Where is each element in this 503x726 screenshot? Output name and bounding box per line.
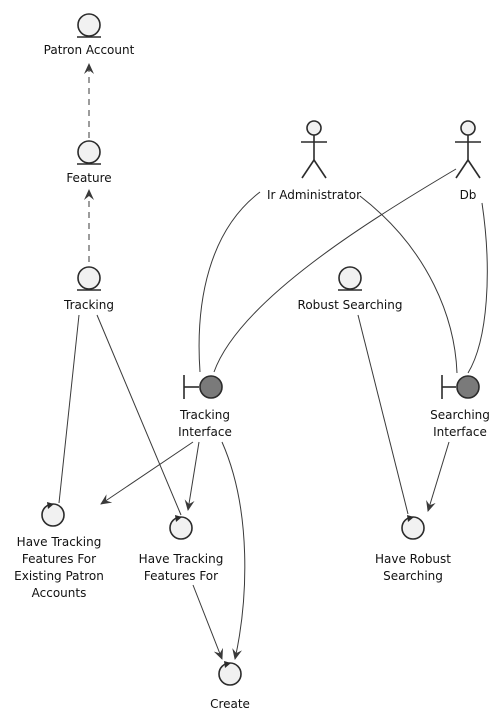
control-label-line-2: Features For [22, 552, 96, 566]
entity-patron-account[interactable]: Patron Account [44, 13, 135, 57]
boundary-tracking-interface[interactable]: Tracking Interface [178, 375, 232, 439]
edge-db-to-searching-interface [467, 202, 488, 374]
control-have-tracking-features-for[interactable]: Have Tracking Features For [139, 515, 224, 583]
entity-feature[interactable]: Feature [66, 140, 112, 185]
boundary-label-line-2: Interface [433, 425, 487, 439]
edge-tracking-to-existing-accounts [58, 314, 80, 504]
control-label: Create [210, 697, 250, 711]
entity-robust-searching[interactable]: Robust Searching [298, 266, 403, 312]
boundary-label-line-2: Interface [178, 425, 232, 439]
control-icon [169, 515, 193, 540]
edge-tracking-to-features-for [96, 314, 182, 516]
boundary-icon [183, 375, 223, 399]
edge-tracking-interface-to-existing-accounts [100, 441, 194, 505]
actor-label: Db [460, 188, 477, 202]
control-label-line-3: Existing Patron [14, 569, 104, 583]
edge-ir-admin-to-searching-interface [359, 195, 458, 374]
control-label-line-2: Searching [383, 569, 443, 583]
control-have-tracking-existing-accounts[interactable]: Have Tracking Features For Existing Patr… [14, 502, 104, 600]
entity-label: Feature [66, 171, 111, 185]
edge-robust-searching-to-have-robust [357, 314, 409, 515]
entity-icon [77, 13, 101, 37]
entity-icon [338, 266, 362, 290]
actor-icon [455, 120, 481, 179]
control-label-line-4: Accounts [32, 586, 87, 600]
actor-db[interactable]: Db [455, 120, 481, 202]
control-label-line-1: Have Robust [375, 552, 451, 566]
entity-icon [77, 140, 101, 164]
edge-tracking-interface-to-create [221, 441, 246, 660]
control-label-line-1: Have Tracking [139, 552, 224, 566]
control-have-robust-searching[interactable]: Have Robust Searching [375, 515, 451, 583]
control-icon [218, 661, 242, 686]
control-create[interactable]: Create [210, 661, 250, 711]
control-label-line-2: Features For [144, 569, 218, 583]
edge-db-to-tracking-interface [213, 168, 457, 373]
entity-tracking[interactable]: Tracking [63, 266, 114, 312]
boundary-icon [441, 375, 480, 399]
control-icon [401, 515, 425, 540]
edges [58, 63, 488, 660]
edge-ir-admin-to-tracking-interface [198, 191, 261, 373]
actor-ir-administrator[interactable]: Ir Administrator [267, 120, 361, 202]
actor-icon [301, 120, 327, 179]
edge-tracking-interface-to-features-for [184, 441, 200, 511]
edge-features-for-to-create [192, 584, 224, 660]
entity-label: Robust Searching [298, 298, 403, 312]
entity-label: Tracking [63, 298, 114, 312]
boundary-label-line-1: Tracking [179, 408, 230, 422]
entity-label: Patron Account [44, 43, 135, 57]
entity-icon [77, 266, 101, 290]
control-label-line-1: Have Tracking [17, 535, 102, 549]
control-icon [41, 502, 65, 527]
boundary-searching-interface[interactable]: Searching Interface [430, 375, 490, 439]
edge-searching-interface-to-have-robust [426, 441, 450, 512]
actor-label: Ir Administrator [267, 188, 361, 202]
boundary-label-line-1: Searching [430, 408, 490, 422]
